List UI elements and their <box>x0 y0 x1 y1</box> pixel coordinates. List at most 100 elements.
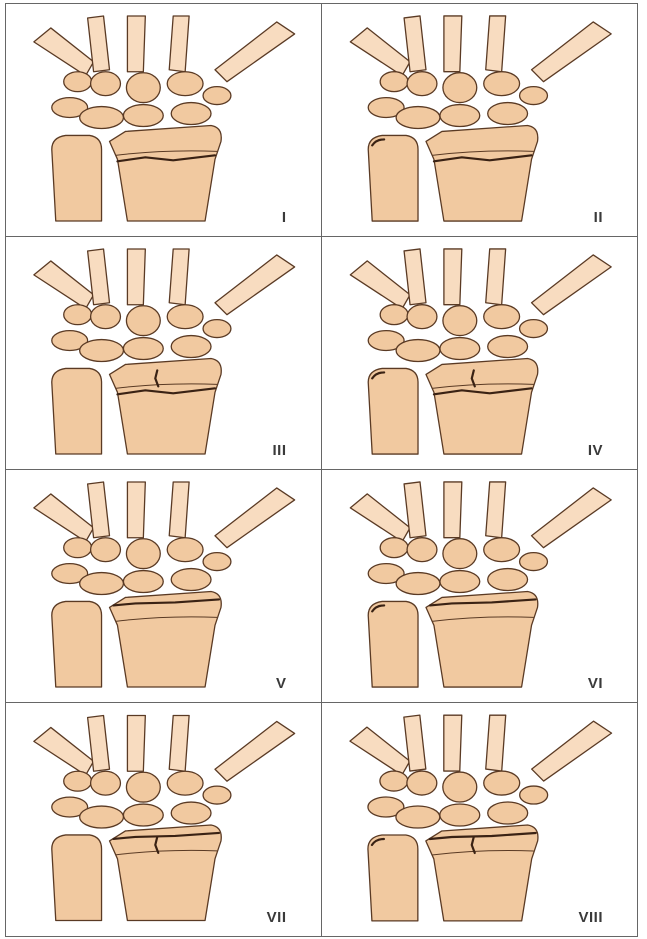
ulna <box>368 368 418 454</box>
scaphoid <box>396 573 440 595</box>
metacarpal-1 <box>34 727 94 775</box>
lunate <box>439 105 479 127</box>
hamate <box>167 72 203 96</box>
type-numeral: V <box>276 675 287 692</box>
metacarpal-5 <box>531 22 611 82</box>
ulna <box>52 601 102 687</box>
wrist-illustration <box>322 237 638 469</box>
radius <box>110 125 222 221</box>
scaphoid <box>396 107 440 129</box>
radius <box>110 358 222 454</box>
pisiform <box>203 786 231 804</box>
hamate <box>167 538 203 562</box>
trapezium <box>64 771 92 791</box>
hamate <box>167 771 203 795</box>
pisiform <box>519 553 547 571</box>
capitate <box>442 306 476 336</box>
metacarpal-5 <box>215 255 295 315</box>
lunate <box>123 105 163 127</box>
panel-type-8: VIII <box>322 703 638 936</box>
hamate <box>167 305 203 329</box>
panel-type-4: IV <box>322 237 638 470</box>
radius <box>425 358 537 454</box>
capitate <box>126 539 160 569</box>
capitate <box>126 73 160 103</box>
metacarpal-5 <box>531 255 611 315</box>
lunate <box>123 571 163 593</box>
trapezoid <box>407 305 437 329</box>
trapezium <box>380 538 408 558</box>
pisiform <box>519 786 547 804</box>
metacarpal-3 <box>127 715 145 771</box>
trapezium <box>380 72 408 92</box>
capitate <box>126 772 160 802</box>
wrist-illustration <box>6 470 321 702</box>
triquetrum <box>171 569 211 591</box>
hamate <box>483 771 519 795</box>
panel-type-7: VII <box>6 703 322 936</box>
capitate <box>126 306 160 336</box>
lunate <box>123 804 163 826</box>
metacarpal-4 <box>485 715 505 771</box>
type-numeral: I <box>282 209 287 226</box>
pisiform <box>203 553 231 571</box>
triquetrum <box>487 103 527 125</box>
wrist-illustration <box>6 703 321 936</box>
capitate <box>442 772 476 802</box>
radius <box>425 125 537 221</box>
metacarpal-4 <box>169 482 189 538</box>
metacarpal-5 <box>531 721 611 781</box>
metacarpal-4 <box>485 482 505 538</box>
trapezoid <box>91 538 121 562</box>
metacarpal-1 <box>34 28 94 76</box>
metacarpal-3 <box>443 249 461 305</box>
pisiform <box>519 320 547 338</box>
trapezoid <box>91 72 121 96</box>
scaphoid <box>80 107 124 129</box>
hamate <box>483 72 519 96</box>
ulna <box>367 835 417 921</box>
metacarpal-3 <box>127 249 145 305</box>
metacarpal-1 <box>34 261 94 309</box>
ulna <box>368 601 418 687</box>
frykman-classification-grid: I II III IV V VI VII VIII <box>5 3 638 937</box>
wrist-illustration <box>322 703 638 936</box>
pisiform <box>519 87 547 105</box>
ulna <box>52 835 102 921</box>
lunate <box>439 338 479 360</box>
hamate <box>483 305 519 329</box>
metacarpal-5 <box>215 721 295 781</box>
ulna <box>52 368 102 454</box>
panel-type-2: II <box>322 4 638 237</box>
ulna <box>52 135 102 221</box>
pisiform <box>203 87 231 105</box>
metacarpal-1 <box>350 28 410 76</box>
scaphoid <box>80 806 124 828</box>
trapezium <box>380 305 408 325</box>
wrist-illustration <box>322 470 638 702</box>
type-numeral: III <box>272 442 286 459</box>
triquetrum <box>487 569 527 591</box>
scaphoid <box>80 340 124 362</box>
panel-type-5: V <box>6 470 322 703</box>
radius <box>425 825 537 921</box>
trapezoid <box>91 771 121 795</box>
triquetrum <box>487 802 527 824</box>
metacarpal-4 <box>169 16 189 72</box>
capitate <box>442 73 476 103</box>
trapezoid <box>407 72 437 96</box>
metacarpal-3 <box>127 482 145 538</box>
panel-type-6: VI <box>322 470 638 703</box>
triquetrum <box>487 336 527 358</box>
triquetrum <box>171 103 211 125</box>
metacarpal-1 <box>349 727 409 775</box>
trapezoid <box>407 538 437 562</box>
type-numeral: IV <box>588 442 603 459</box>
pisiform <box>203 320 231 338</box>
scaphoid <box>80 573 124 595</box>
metacarpal-1 <box>350 261 410 309</box>
lunate <box>123 338 163 360</box>
type-numeral: VII <box>267 909 287 926</box>
metacarpal-3 <box>127 16 145 72</box>
scaphoid <box>395 806 439 828</box>
